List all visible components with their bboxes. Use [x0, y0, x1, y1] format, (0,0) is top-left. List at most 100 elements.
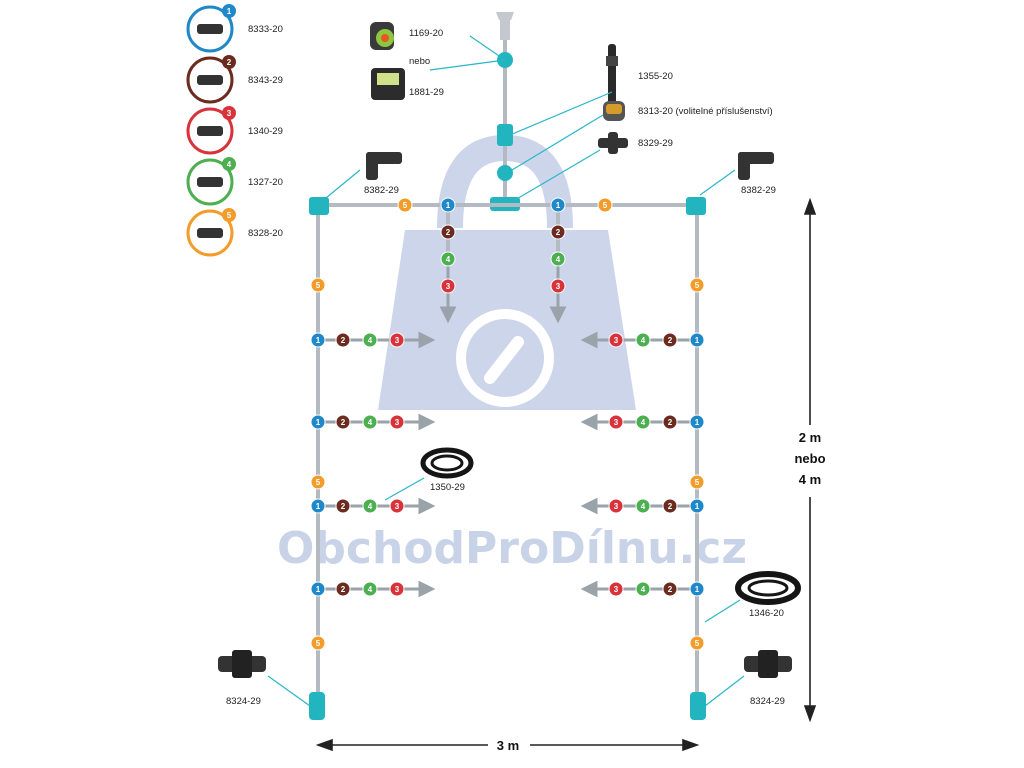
fitting-badge-2: 2 — [662, 414, 678, 430]
fitting-badge-5: 5 — [310, 277, 326, 293]
fitting-badge-3: 3 — [608, 498, 624, 514]
svg-text:5: 5 — [316, 478, 321, 487]
legend-number: 1 — [227, 7, 232, 16]
svg-text:5: 5 — [695, 281, 700, 290]
label-elbow-right: 8382-29 — [741, 185, 776, 196]
filter-fitting — [497, 165, 513, 181]
legend-item-5: 5 8328-20 — [186, 208, 283, 257]
label-filter: 8313-20 (volitelné příslušenství) — [638, 106, 773, 117]
svg-text:4: 4 — [641, 585, 646, 594]
svg-text:2: 2 — [668, 585, 673, 594]
fitting-part-icon — [197, 75, 223, 85]
svg-text:1: 1 — [556, 201, 561, 210]
fitting-badge-1: 1 — [440, 197, 456, 213]
fitting-badge-4: 4 — [635, 581, 651, 597]
label-end-right: 8324-29 — [750, 696, 785, 707]
svg-text:1: 1 — [695, 502, 700, 511]
legend-number: 2 — [227, 58, 232, 67]
svg-text:4: 4 — [641, 418, 646, 427]
fitting-part-icon — [197, 228, 223, 238]
timer-1881-icon — [371, 68, 405, 100]
svg-text:1: 1 — [695, 585, 700, 594]
label-hose-small: 1350-29 — [430, 482, 465, 493]
reducer-1355-icon — [606, 44, 618, 112]
leader-lines — [267, 35, 745, 707]
fitting-badge-5: 5 — [310, 474, 326, 490]
fitting-badge-4: 4 — [362, 498, 378, 514]
svg-text:2: 2 — [556, 228, 561, 237]
watermark-text: ObchodProDílnu.cz — [277, 523, 747, 574]
elbow-left-fitting — [309, 197, 329, 215]
fitting-badge-4: 4 — [362, 332, 378, 348]
svg-text:1: 1 — [316, 336, 321, 345]
fitting-badge-3: 3 — [389, 581, 405, 597]
hose-1350-icon — [420, 447, 474, 479]
svg-text:3: 3 — [395, 418, 400, 427]
svg-text:4: 4 — [368, 336, 373, 345]
t-piece-8329-icon — [598, 132, 628, 154]
legend-code: 8328-20 — [248, 228, 283, 239]
svg-text:5: 5 — [603, 201, 608, 210]
svg-text:1: 1 — [316, 502, 321, 511]
hose-1346-icon — [735, 571, 801, 605]
end-cap-left — [309, 692, 325, 720]
fitting-badge-1: 1 — [689, 581, 705, 597]
fitting-badge-4: 4 — [440, 251, 456, 267]
label-elbow-left: 8382-29 — [364, 185, 399, 196]
legend-number-badge — [222, 106, 236, 120]
fitting-badge-2: 2 — [335, 332, 351, 348]
svg-text:3: 3 — [395, 336, 400, 345]
svg-text:3: 3 — [614, 418, 619, 427]
svg-text:4: 4 — [368, 585, 373, 594]
fitting-badge-3: 3 — [440, 278, 456, 294]
elbow-left-8382-icon — [366, 152, 402, 180]
legend-item-2: 2 8343-29 — [186, 55, 283, 104]
svg-text:3: 3 — [395, 502, 400, 511]
legend-number: 5 — [227, 211, 232, 220]
fitting-badge-1: 1 — [310, 414, 326, 430]
end-cap-right — [690, 692, 706, 720]
fitting-badge-2: 2 — [662, 498, 678, 514]
svg-text:2: 2 — [446, 228, 451, 237]
fitting-part-icon — [197, 24, 223, 34]
fitting-badge-1: 1 — [689, 498, 705, 514]
height-dimension-line1: 2 m — [799, 430, 821, 445]
legend-number: 4 — [227, 160, 232, 169]
label-end-left: 8324-29 — [226, 696, 261, 707]
svg-text:3: 3 — [556, 282, 561, 291]
svg-text:4: 4 — [368, 418, 373, 427]
legend-number-badge — [222, 157, 236, 171]
fitting-part-icon — [197, 177, 223, 187]
reducer-fitting — [497, 124, 513, 146]
height-dimension-line2: nebo — [794, 451, 825, 466]
svg-text:2: 2 — [668, 336, 673, 345]
svg-text:4: 4 — [446, 255, 451, 264]
svg-text:3: 3 — [446, 282, 451, 291]
svg-text:1: 1 — [316, 585, 321, 594]
legend-code: 1340-29 — [248, 126, 283, 137]
fitting-badge-2: 2 — [335, 581, 351, 597]
svg-text:5: 5 — [695, 639, 700, 648]
svg-text:4: 4 — [368, 502, 373, 511]
fitting-badge-2: 2 — [335, 414, 351, 430]
legend-code: 8343-29 — [248, 75, 283, 86]
elbow-right-fitting — [686, 197, 706, 215]
label-reducer: 1355-20 — [638, 71, 673, 82]
fitting-badge-5: 5 — [597, 197, 613, 213]
fitting-badge-5: 5 — [310, 635, 326, 651]
label-t-piece: 8329-29 — [638, 138, 673, 149]
fitting-badge-2: 2 — [440, 224, 456, 240]
fitting-badge-3: 3 — [608, 414, 624, 430]
fitting-badge-4: 4 — [550, 251, 566, 267]
fitting-badge-2: 2 — [662, 332, 678, 348]
width-dimension: 3 m — [497, 738, 519, 753]
fitting-badge-4: 4 — [635, 414, 651, 430]
svg-text:5: 5 — [403, 201, 408, 210]
end-cap-left-8324-icon — [218, 650, 266, 678]
legend-number-badge — [222, 55, 236, 69]
fitting-badge-5: 5 — [689, 474, 705, 490]
end-cap-right-8324-icon — [744, 650, 792, 678]
